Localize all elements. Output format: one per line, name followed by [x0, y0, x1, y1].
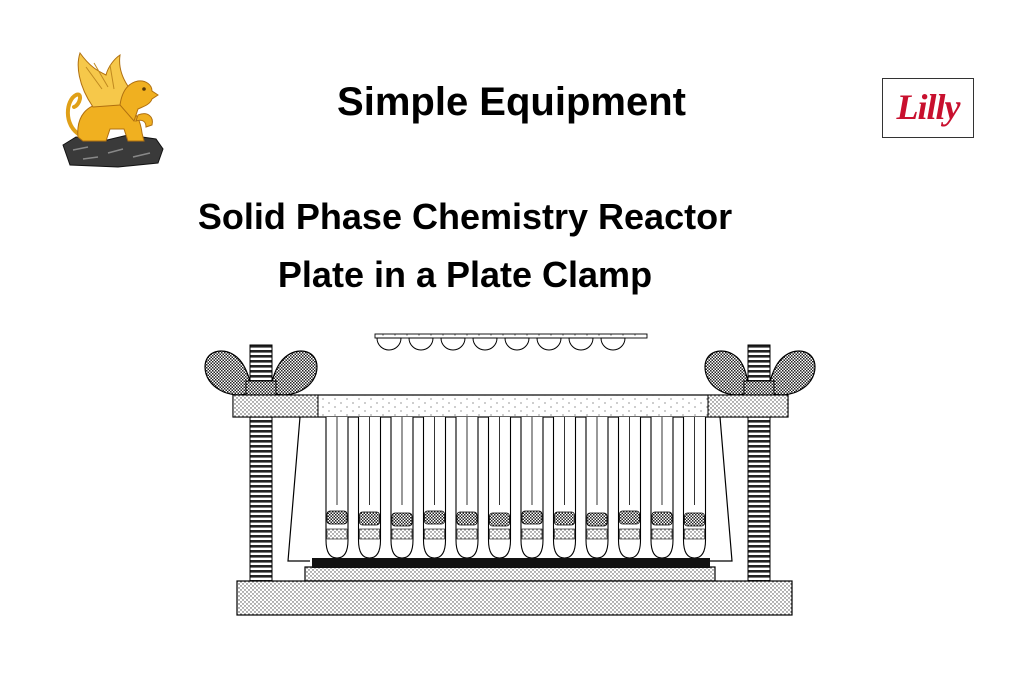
reactor-tube — [325, 417, 349, 559]
reactor-plate-well — [568, 337, 594, 351]
lilly-logo-text: Lilly — [896, 87, 961, 127]
reactor-plate-well — [504, 337, 530, 351]
reactor-tubes — [325, 417, 707, 559]
reactor-clamp-diagram — [204, 333, 816, 616]
reactor-tube — [455, 417, 479, 559]
reactor-tube — [422, 417, 447, 559]
right-side-support — [710, 416, 733, 562]
reactor-plate-well — [472, 337, 498, 351]
reactor-plate-well — [536, 337, 562, 351]
reactor-plate-strip — [374, 333, 648, 351]
reactor-plate-well — [440, 337, 466, 351]
reactor-tube — [487, 417, 512, 559]
slide-title: Simple Equipment — [337, 80, 686, 124]
clamp-base — [236, 566, 793, 616]
reactor-tube — [520, 417, 544, 559]
slide-subtitle-line1: Solid Phase Chemistry Reactor — [197, 196, 733, 237]
reactor-tube — [682, 417, 707, 559]
slide-subtitle-line2: Plate in a Plate Clamp — [277, 254, 653, 295]
reactor-plate-well — [600, 337, 626, 351]
reactor-plate-well — [408, 337, 434, 351]
reactor-tube — [650, 417, 674, 559]
griffin-logo-icon — [62, 51, 164, 168]
lilly-logo: Lilly — [882, 78, 974, 138]
right-wing-nut — [704, 350, 816, 396]
left-threaded-bolt — [249, 344, 273, 582]
reactor-tube — [357, 417, 382, 559]
reactor-plate-well — [376, 337, 402, 351]
reactor-tube — [585, 417, 609, 559]
reactor-tube — [617, 417, 642, 559]
left-side-support — [287, 416, 310, 562]
top-clamp-plate — [232, 394, 789, 418]
left-wing-nut — [204, 350, 318, 396]
bottom-seal-plate — [312, 558, 710, 568]
reactor-tube — [552, 417, 577, 559]
reactor-tube — [390, 417, 414, 559]
right-threaded-bolt — [747, 344, 771, 582]
